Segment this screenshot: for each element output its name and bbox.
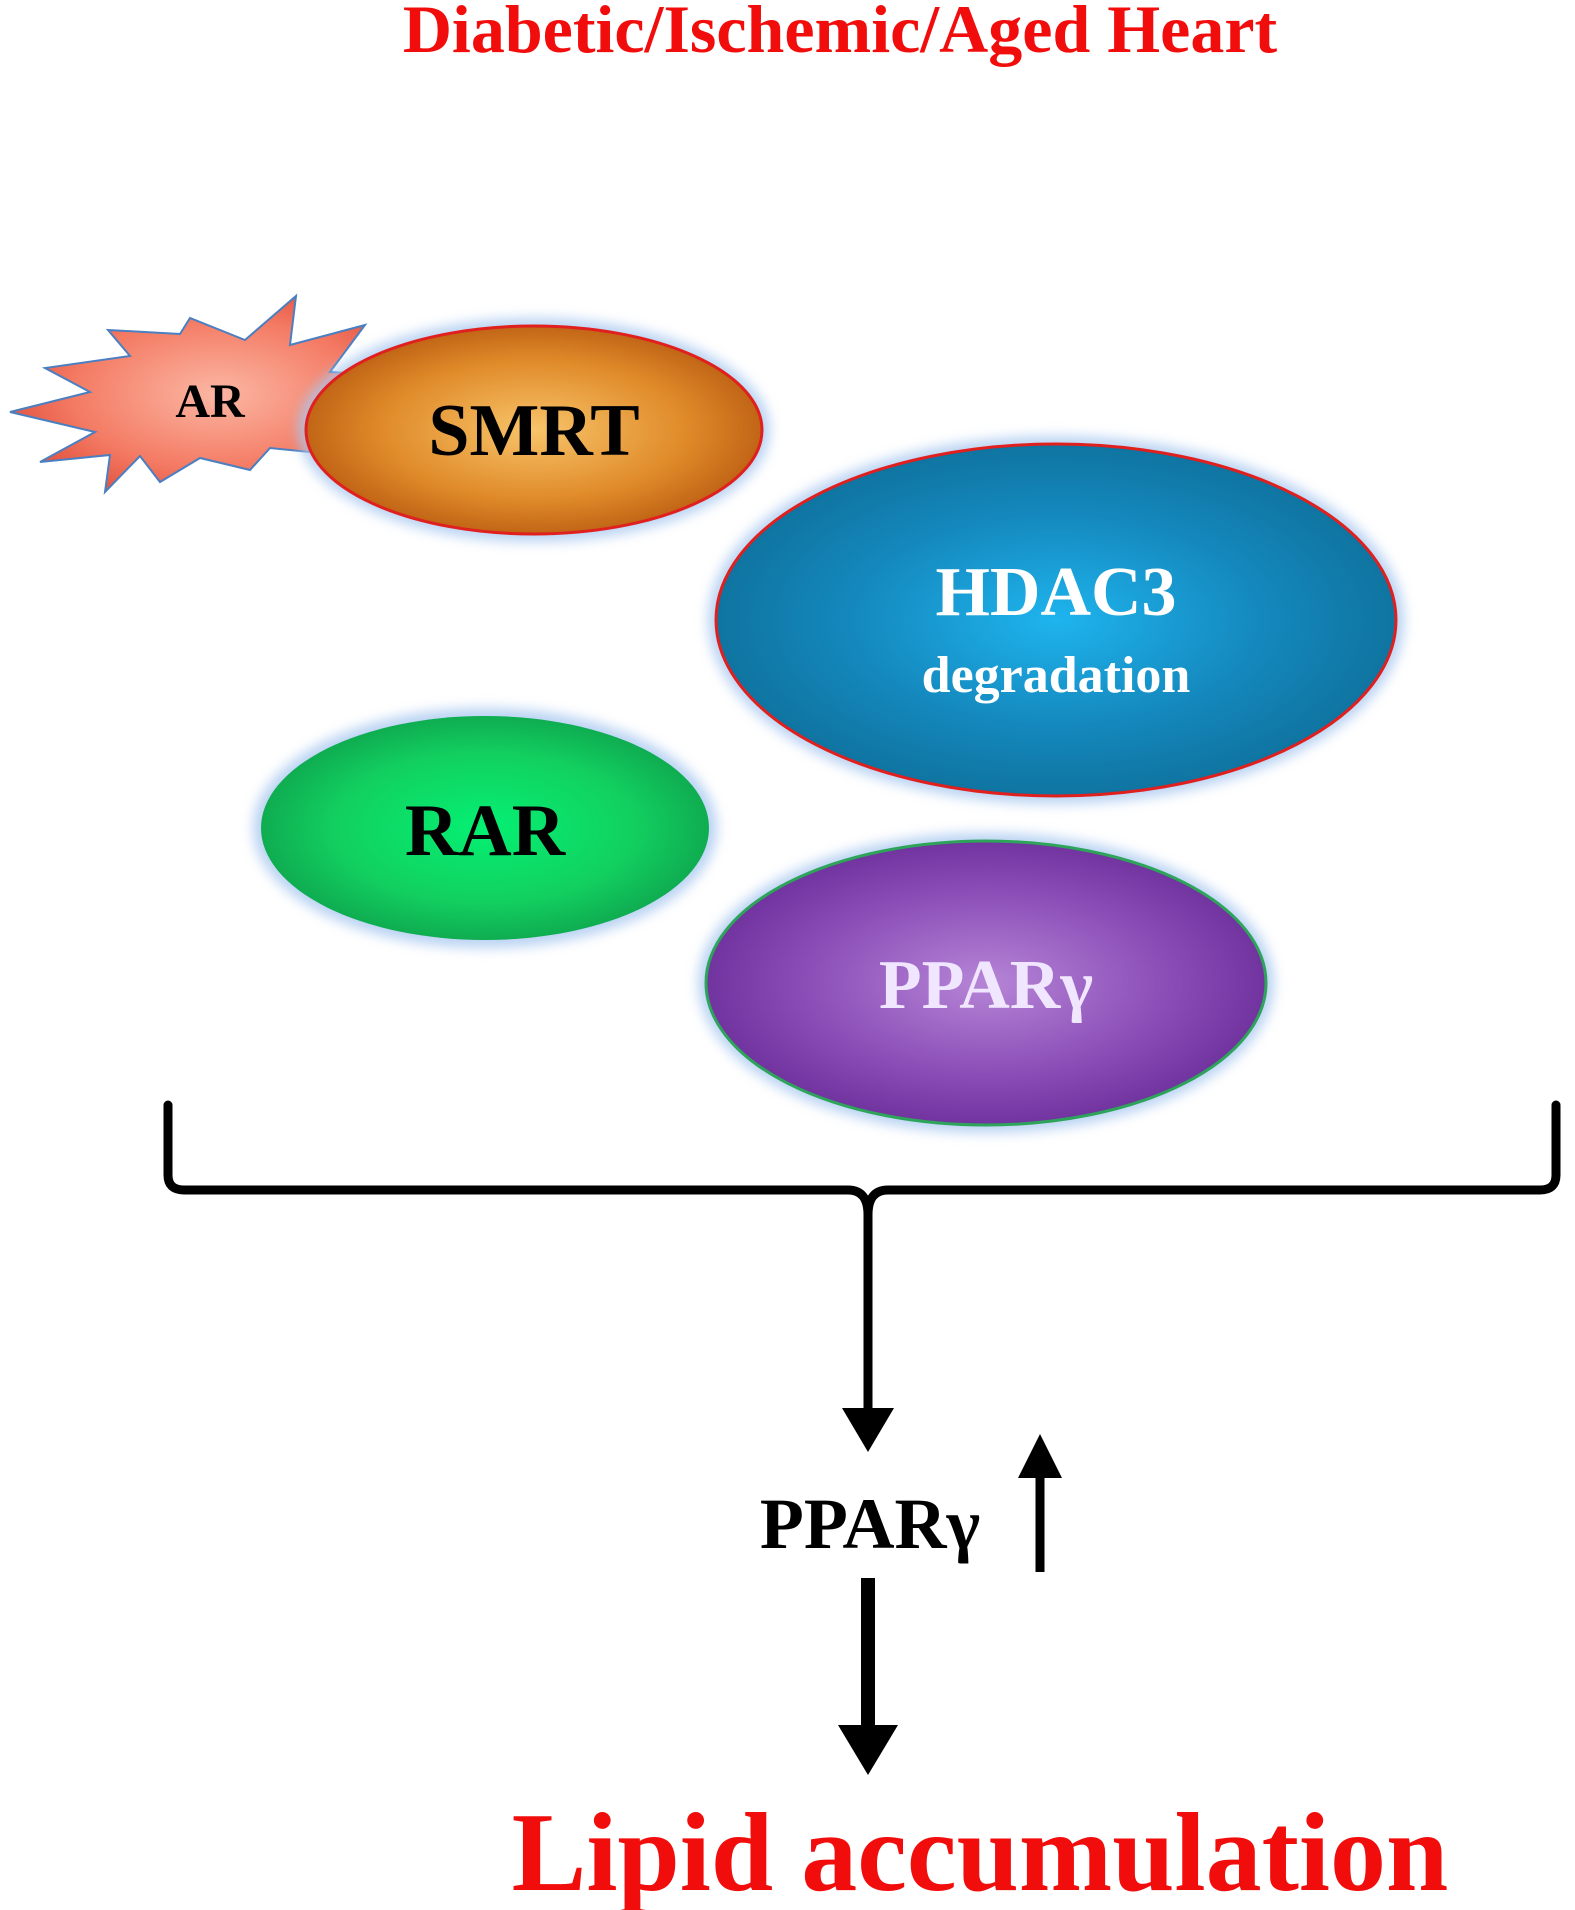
hdac3-sublabel: degradation: [922, 647, 1191, 704]
smrt-ellipse: [304, 324, 764, 536]
ar-node: AR: [9, 293, 392, 495]
hdac3-label: HDAC3: [935, 554, 1176, 631]
upregulation-arrow-icon: [1018, 1434, 1062, 1572]
ppar-node: PPARγ: [698, 833, 1274, 1133]
rar-node: RAR: [253, 708, 717, 948]
rar-label: RAR: [405, 790, 567, 872]
ar-label: AR: [175, 375, 246, 428]
rar-ellipse: [261, 716, 709, 940]
outcome-label: Lipid accumulation: [512, 1791, 1449, 1910]
hdac3-node: HDAC3 degradation: [708, 436, 1404, 804]
diagram-title: Diabetic/Ischemic/Aged Heart: [403, 0, 1278, 67]
hdac3-ellipse: [714, 442, 1398, 798]
grouping-brace: [163, 1100, 1561, 1220]
ppar-label: PPARγ: [879, 947, 1093, 1024]
smrt-node: SMRT: [298, 318, 770, 542]
arrow-to-ppar: [842, 1212, 894, 1452]
smrt-label: SMRT: [428, 390, 639, 472]
ppar-ellipse: [704, 839, 1268, 1127]
arrow-to-outcome: [838, 1578, 898, 1775]
ppar-result-label: PPARγ: [760, 1484, 980, 1564]
